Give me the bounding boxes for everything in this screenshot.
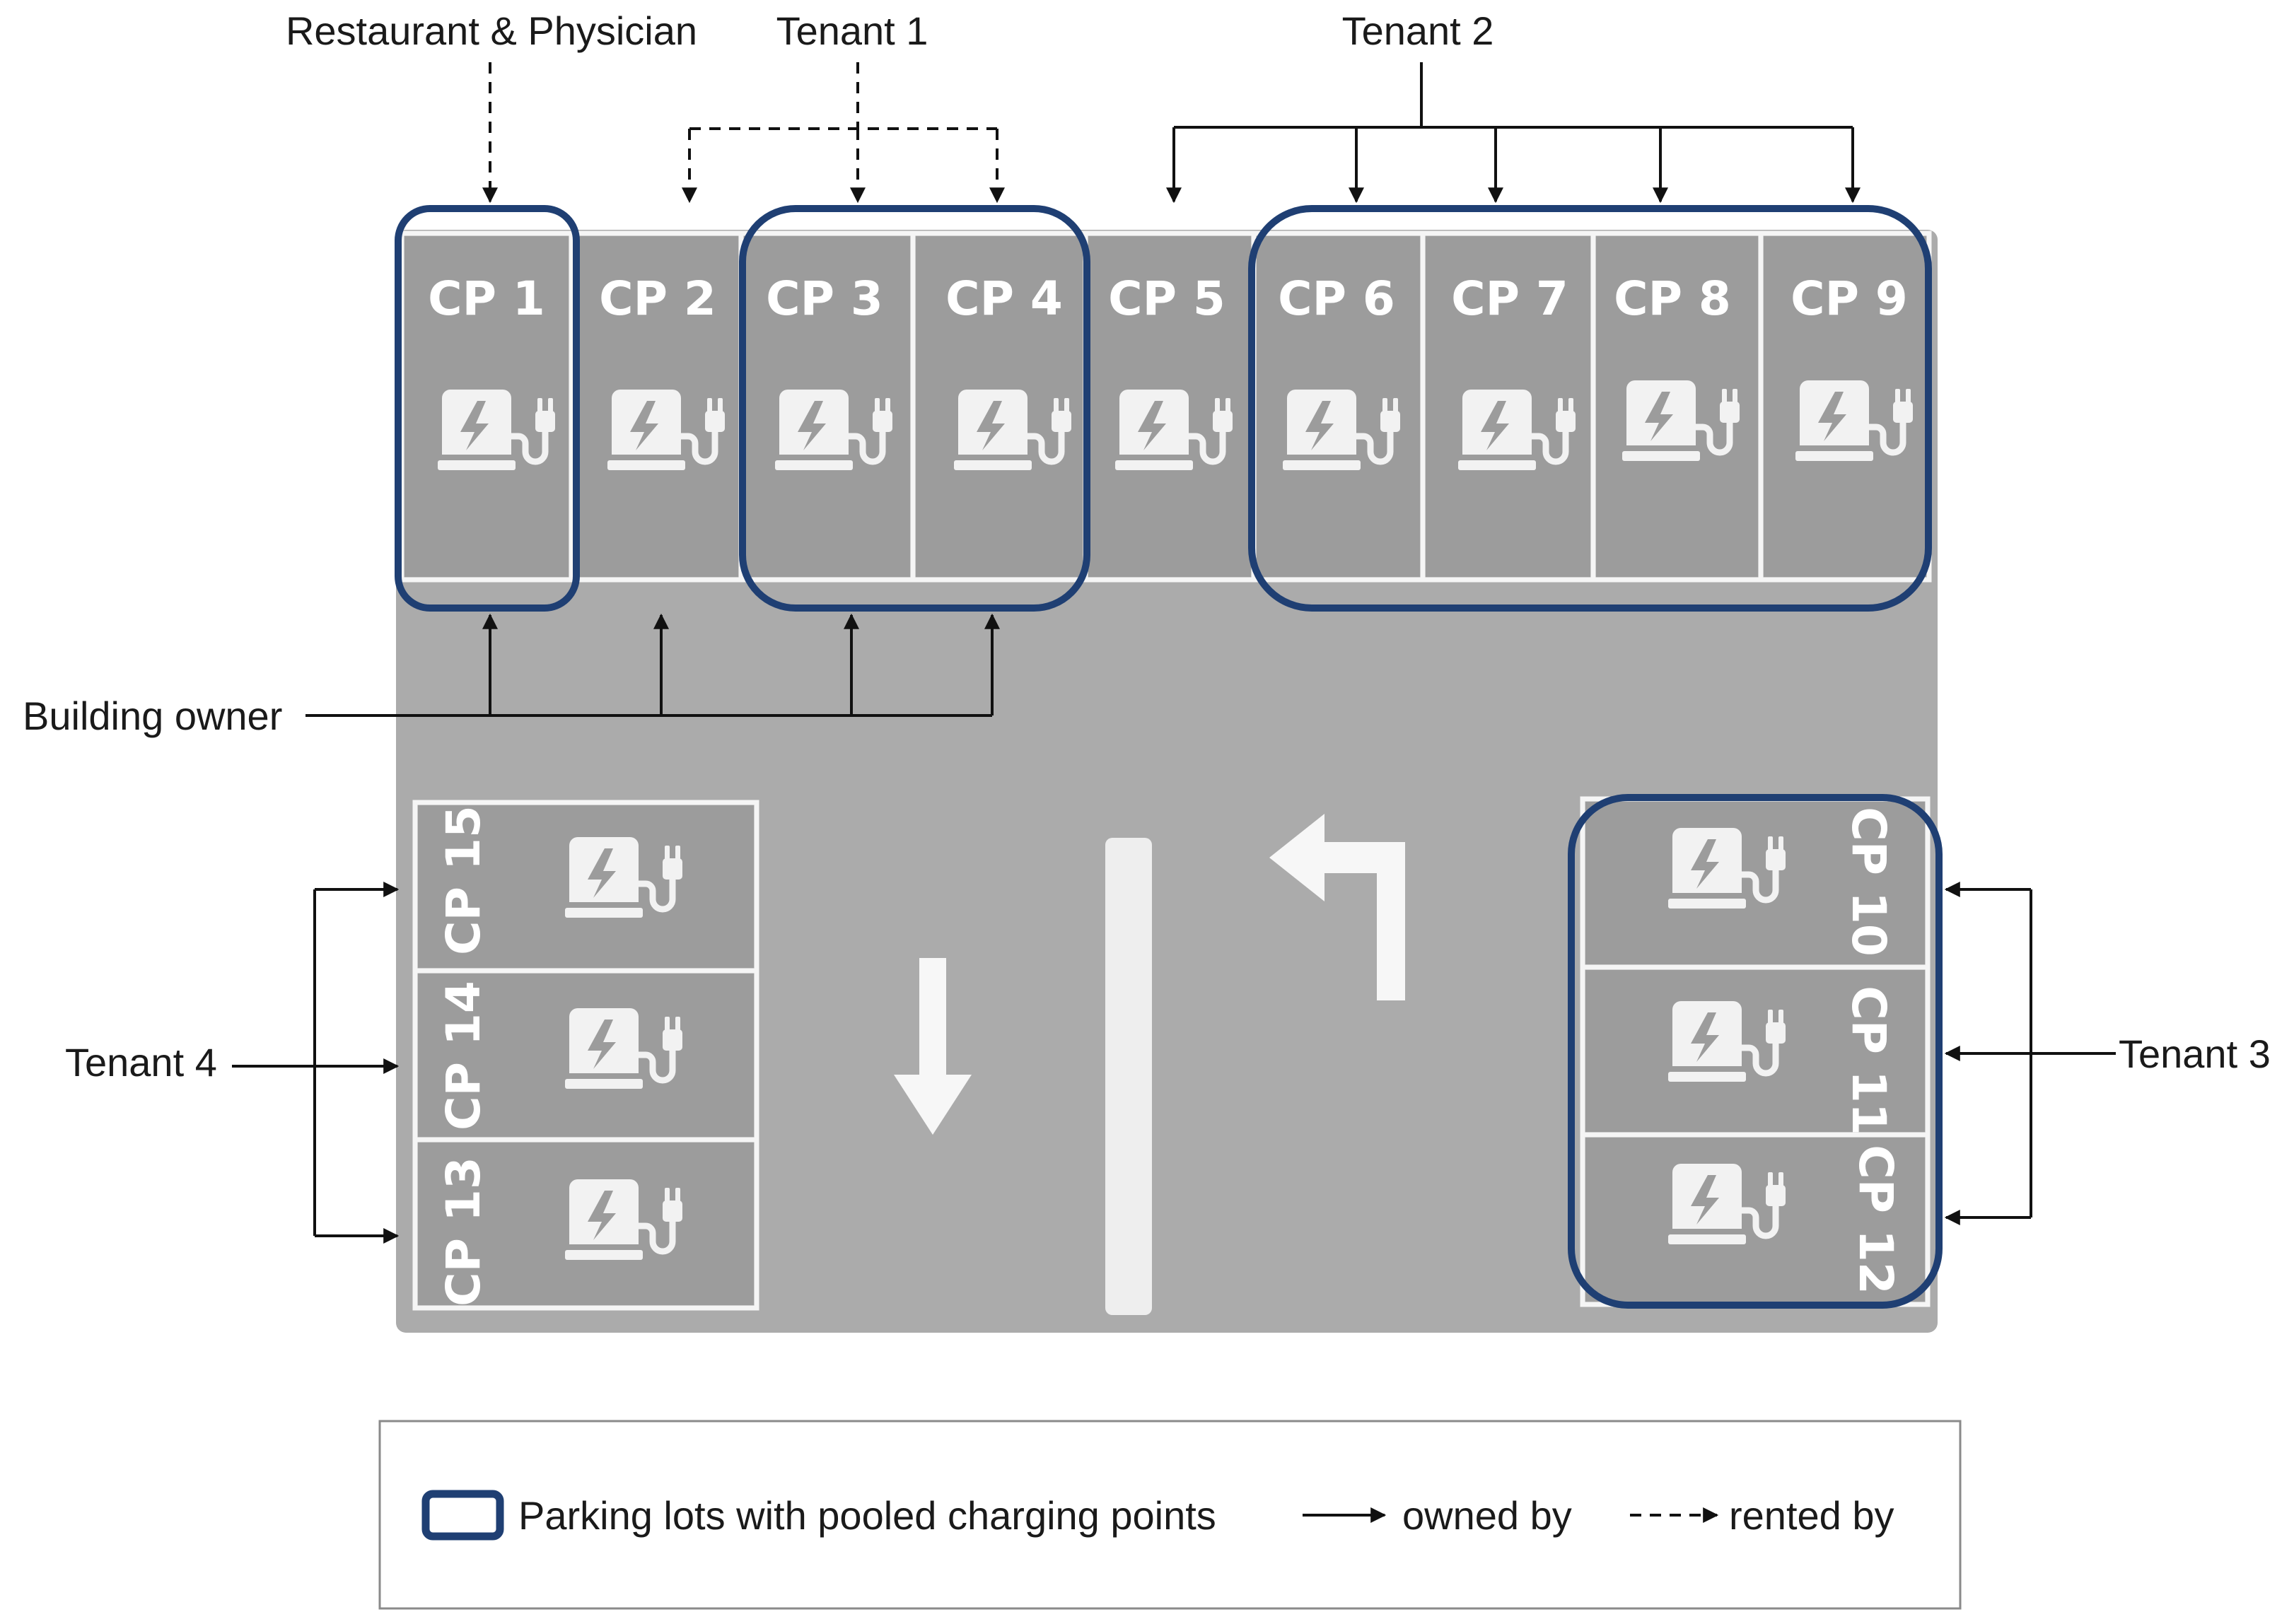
- cp-label-11: CP 11: [1841, 986, 1896, 1135]
- connector-building-owner: [305, 613, 1000, 717]
- cp-label-1: CP 1: [428, 271, 545, 326]
- median-strip: [1105, 838, 1152, 1315]
- legend-pooled-label: Parking lots with pooled charging points: [518, 1493, 1216, 1538]
- label-tenant-3: Tenant 3: [2119, 1032, 2271, 1076]
- legend-pool-swatch: [421, 1490, 504, 1541]
- label-building-owner: Building owner: [23, 694, 282, 738]
- label-restaurant-physician: Restaurant & Physician: [286, 8, 697, 53]
- legend: Parking lots with pooled charging points…: [378, 1420, 1962, 1610]
- pool-outlines: [395, 205, 1943, 1309]
- cp-label-14: CP 14: [436, 981, 491, 1131]
- cp-label-3: CP 3: [766, 271, 883, 326]
- legend-rented-label: rented by: [1729, 1493, 1894, 1538]
- cp-label-7: CP 7: [1451, 271, 1568, 326]
- label-tenant-4: Tenant 4: [65, 1040, 217, 1085]
- connector-tenant-3: [1944, 882, 2116, 1225]
- cp-label-10: CP 10: [1841, 807, 1896, 957]
- label-tenant-2: Tenant 2: [1342, 8, 1494, 53]
- cp-label-2: CP 2: [599, 271, 716, 326]
- cp-label-13: CP 13: [436, 1157, 491, 1307]
- cp-label-5: CP 5: [1108, 271, 1225, 326]
- arrow-turn-left-road-marking: [1269, 814, 1405, 1000]
- cp-label-9: CP 9: [1791, 271, 1908, 326]
- connector-tenant-1: [682, 62, 1005, 204]
- cp-label-8: CP 8: [1614, 271, 1731, 326]
- cp-label-12: CP 12: [1848, 1145, 1903, 1295]
- connector-tenant-2: [1166, 62, 1861, 204]
- cp-label-6: CP 6: [1278, 271, 1395, 326]
- connector-tenant-4: [232, 882, 400, 1244]
- cp-label-15: CP 15: [436, 805, 491, 955]
- arrow-down-road-marking: [894, 958, 972, 1135]
- legend-owned-label: owned by: [1402, 1493, 1572, 1538]
- cp-label-4: CP 4: [945, 271, 1063, 326]
- label-tenant-1: Tenant 1: [776, 8, 928, 53]
